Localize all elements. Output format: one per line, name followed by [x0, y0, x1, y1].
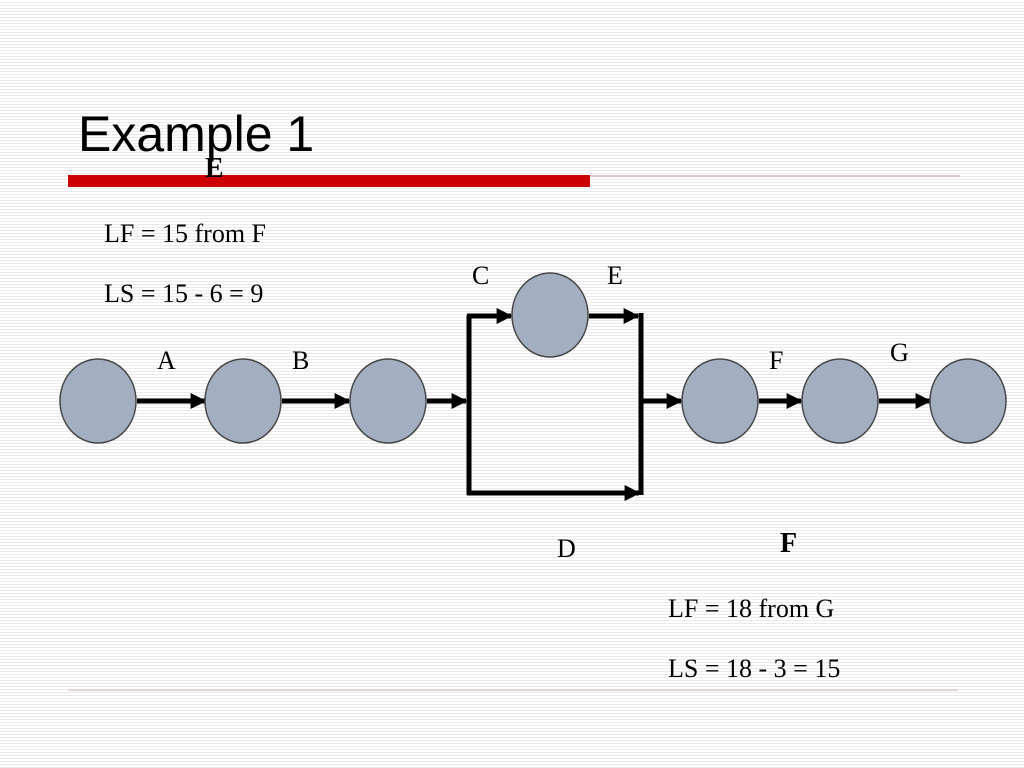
activity-label-g: G [890, 338, 909, 367]
title-accent-bar [68, 175, 590, 187]
node-5 [681, 358, 759, 444]
node-1 [59, 358, 137, 444]
f-late-start: LS = 18 - 3 = 15 [668, 654, 841, 683]
node-3 [349, 358, 427, 444]
node-2 [204, 358, 282, 444]
activity-label-f: F [769, 346, 784, 375]
activity-label-a: A [157, 346, 176, 375]
node-4 [511, 272, 589, 358]
slide-title: Example 1 [78, 106, 315, 162]
activity-label-d: D [557, 534, 576, 563]
e-heading: E [205, 153, 224, 184]
f-heading: F [780, 528, 798, 559]
node-7 [929, 358, 1007, 444]
e-late-finish: LF = 15 from F [104, 219, 267, 248]
f-late-finish: LF = 18 from G [668, 594, 835, 623]
activity-label-b: B [292, 346, 310, 375]
e-late-start: LS = 15 - 6 = 9 [104, 279, 264, 308]
node-6 [801, 358, 879, 444]
activity-label-c: C [472, 261, 490, 290]
activity-label-e: E [607, 261, 623, 290]
